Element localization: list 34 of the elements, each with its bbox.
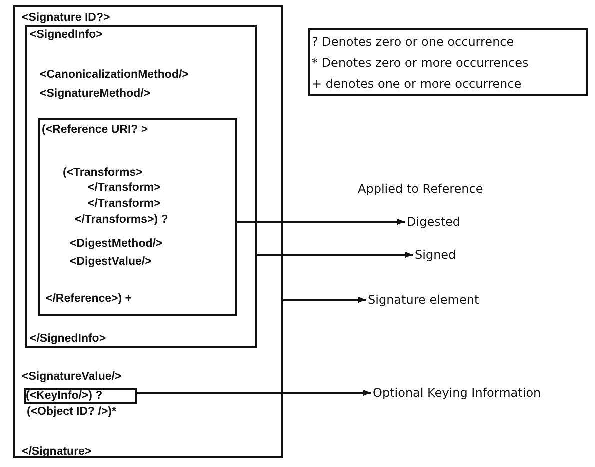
xml-tag-text: </Signature> (22, 445, 92, 459)
annotation-text: Applied to Reference (358, 182, 484, 196)
arrow (257, 252, 413, 258)
notes-box (308, 28, 588, 96)
xml-tag-text: (<Object ID? />)* (27, 405, 116, 419)
xml-tag-text: </Transforms>) ? (75, 213, 168, 227)
xml-tag-text: (<Reference URI? > (42, 123, 148, 137)
note-text: + denotes one or more occurrence (312, 77, 522, 91)
note-text: ? Denotes zero or one occurrence (312, 35, 514, 49)
xml-tag-text: <SignatureMethod/> (40, 87, 151, 101)
element-box (13, 5, 283, 458)
xml-tag-text: <SignedInfo> (30, 28, 103, 42)
xml-tag-text: <SignatureValue/> (22, 370, 122, 384)
annotation-text: Optional Keying Information (373, 386, 542, 400)
note-text: * Denotes zero or more occurrences (312, 56, 529, 70)
xml-tag-text: </SignedInfo> (30, 332, 106, 346)
xml-tag-text: </Transform> (88, 181, 161, 195)
element-box (25, 25, 257, 348)
arrow (137, 390, 371, 396)
xml-tag-text: <DigestValue/> (70, 255, 152, 269)
xml-tag-text: (<KeyInfo/>) ? (26, 389, 103, 403)
xml-tag-text: <Signature ID?> (22, 11, 110, 25)
xml-tag-text: <DigestMethod/> (70, 237, 163, 251)
arrow (283, 296, 366, 304)
annotation-text: Digested (407, 215, 461, 229)
xml-tag-text: <CanonicalizationMethod/> (40, 68, 189, 82)
annotation-text: Signed (415, 248, 456, 262)
xml-tag-text: </Reference>) + (46, 292, 132, 306)
element-box (38, 118, 237, 316)
xml-tag-text: </Transform> (88, 197, 161, 211)
element-box (24, 388, 137, 404)
annotation-text: Signature element (368, 293, 480, 307)
xml-tag-text: (<Transforms> (63, 166, 143, 180)
arrow (237, 218, 405, 226)
